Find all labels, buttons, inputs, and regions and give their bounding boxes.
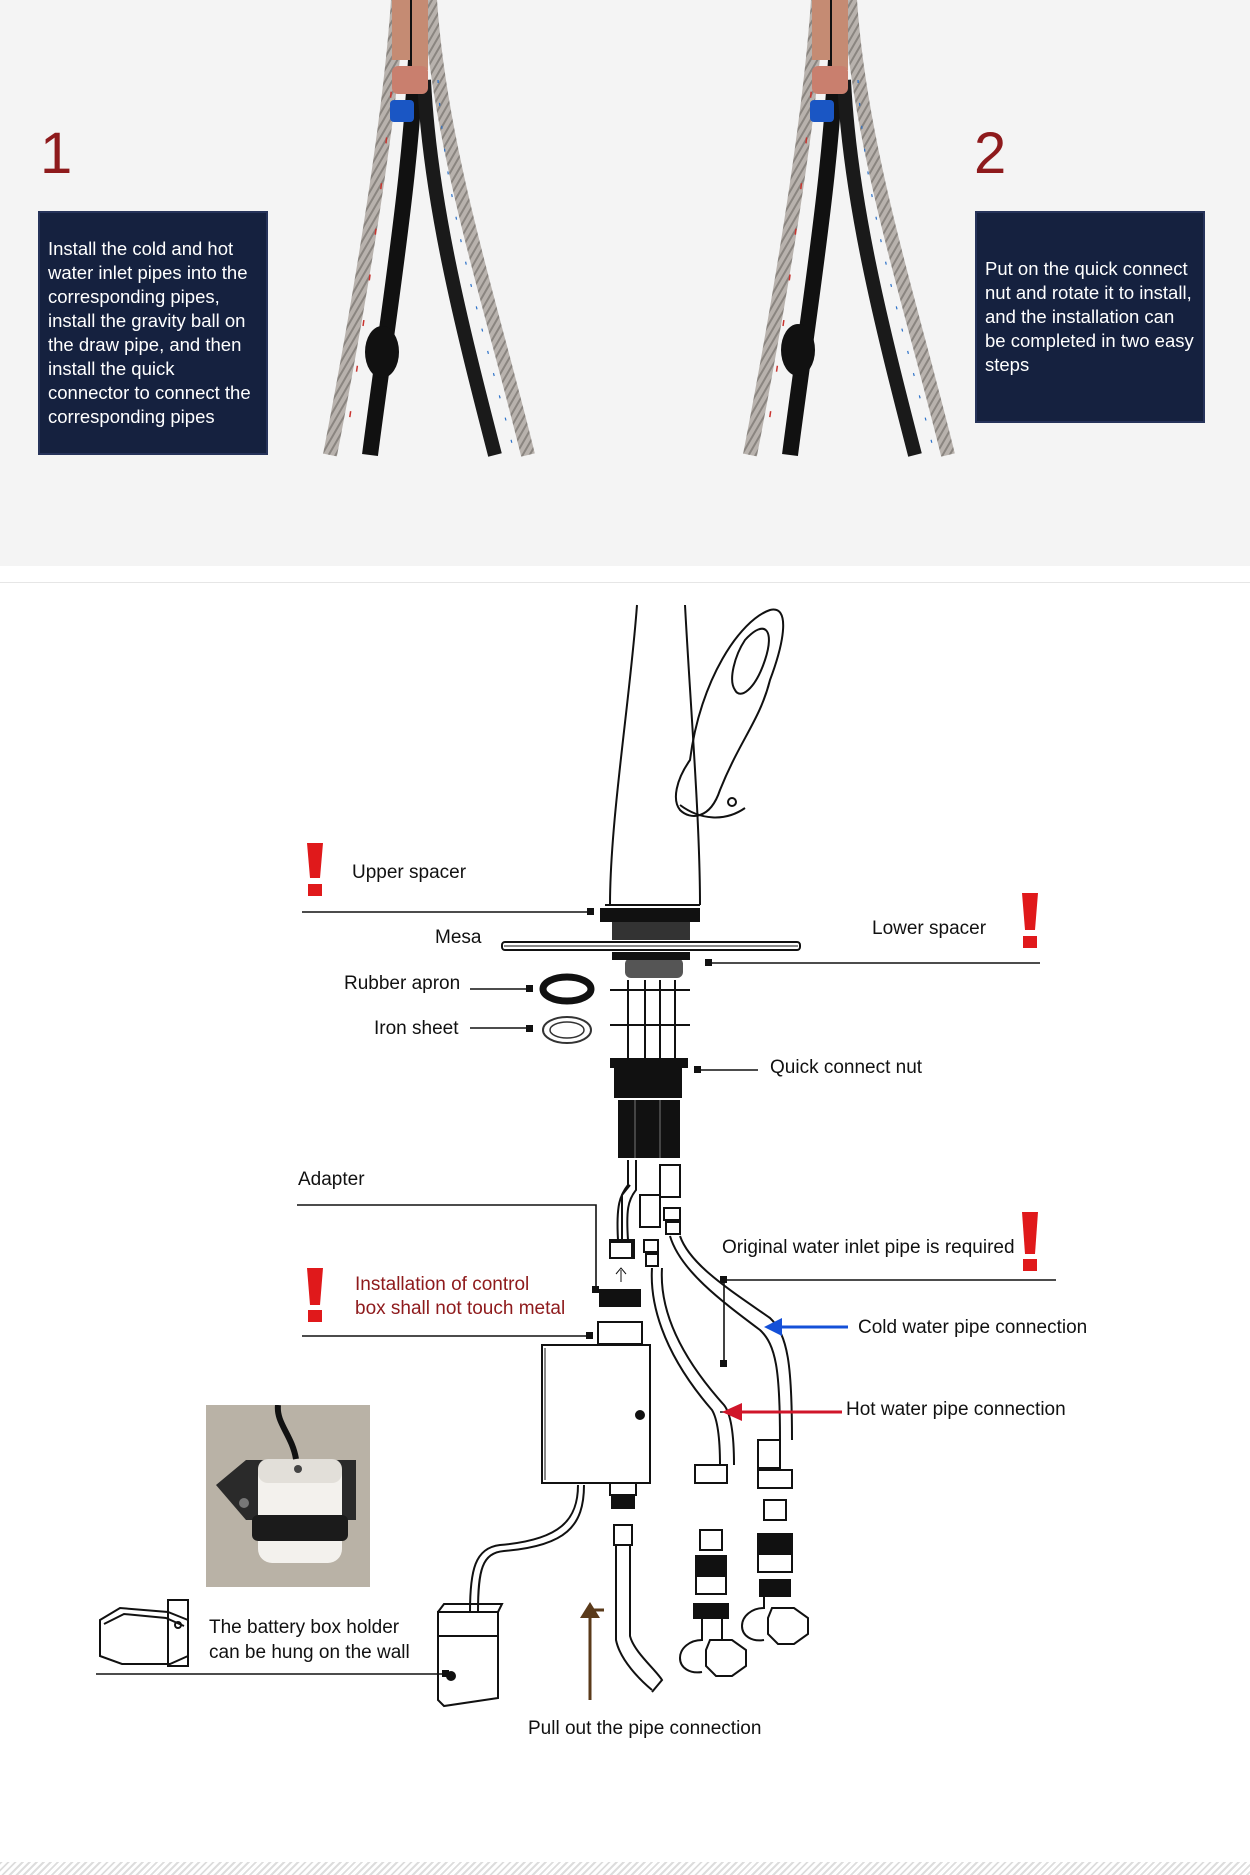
step-1-text: Install the cold and hot water inlet pip… bbox=[48, 238, 251, 427]
footer-pattern bbox=[0, 1862, 1250, 1875]
warning-exclamation-icon bbox=[1022, 893, 1038, 948]
faucet-body-outline bbox=[609, 604, 638, 906]
label-adapter: Adapter bbox=[298, 1169, 365, 1190]
label-iron-sheet: Iron sheet bbox=[374, 1018, 459, 1039]
label-control-box-line1: Installation of control bbox=[355, 1274, 530, 1295]
step-2-pipes-photo bbox=[743, 0, 955, 457]
label-rubber-apron: Rubber apron bbox=[344, 973, 461, 994]
installation-steps-panel: 1 Install the cold and hot water inlet p… bbox=[0, 0, 1250, 566]
battery-holder-photo bbox=[206, 1405, 370, 1587]
faucet-exploded-diagram bbox=[96, 604, 1056, 1708]
lower-spacer-part bbox=[625, 958, 683, 978]
iron-sheet-part bbox=[542, 1016, 592, 1044]
upper-spacer-part bbox=[600, 908, 700, 922]
label-battery-line2: can be hung on the wall bbox=[209, 1642, 410, 1663]
quick-connect-nut-part bbox=[614, 1068, 682, 1098]
step-1-number: 1 bbox=[40, 121, 73, 186]
label-original-inlet: Original water inlet pipe is required bbox=[722, 1237, 1015, 1258]
label-mesa: Mesa bbox=[435, 927, 482, 948]
label-cold-water: Cold water pipe connection bbox=[858, 1317, 1088, 1338]
faucet-handle bbox=[674, 608, 785, 817]
label-upper-spacer: Upper spacer bbox=[352, 862, 467, 883]
label-control-box-line2: box shall not touch metal bbox=[355, 1298, 566, 1319]
warning-exclamation-icon bbox=[307, 843, 323, 896]
label-hot-water: Hot water pipe connection bbox=[846, 1399, 1066, 1420]
label-battery-line1: The battery box holder bbox=[209, 1617, 400, 1638]
warning-exclamation-icon bbox=[1022, 1212, 1038, 1271]
hot-arrow-icon bbox=[722, 1403, 842, 1421]
cold-arrow-icon bbox=[764, 1318, 848, 1336]
step-1-text-box: Install the cold and hot water inlet pip… bbox=[38, 211, 268, 455]
label-lower-spacer: Lower spacer bbox=[872, 918, 987, 939]
warning-exclamation-icon bbox=[307, 1268, 323, 1322]
control-box-part bbox=[541, 1344, 651, 1484]
rubber-apron-part bbox=[539, 973, 595, 1005]
label-pull-out: Pull out the pipe connection bbox=[528, 1718, 762, 1739]
pull-arrow-icon bbox=[580, 1602, 604, 1700]
label-quick-connect-nut: Quick connect nut bbox=[770, 1057, 923, 1078]
section-divider bbox=[0, 582, 1250, 583]
mesa-plate bbox=[501, 941, 801, 951]
step-2-number: 2 bbox=[974, 121, 1007, 186]
step-1-pipes-photo bbox=[323, 0, 535, 457]
step-2-text-box: Put on the quick connect nut and rotate … bbox=[975, 211, 1205, 423]
step-2-text: Put on the quick connect nut and rotate … bbox=[985, 258, 1194, 375]
